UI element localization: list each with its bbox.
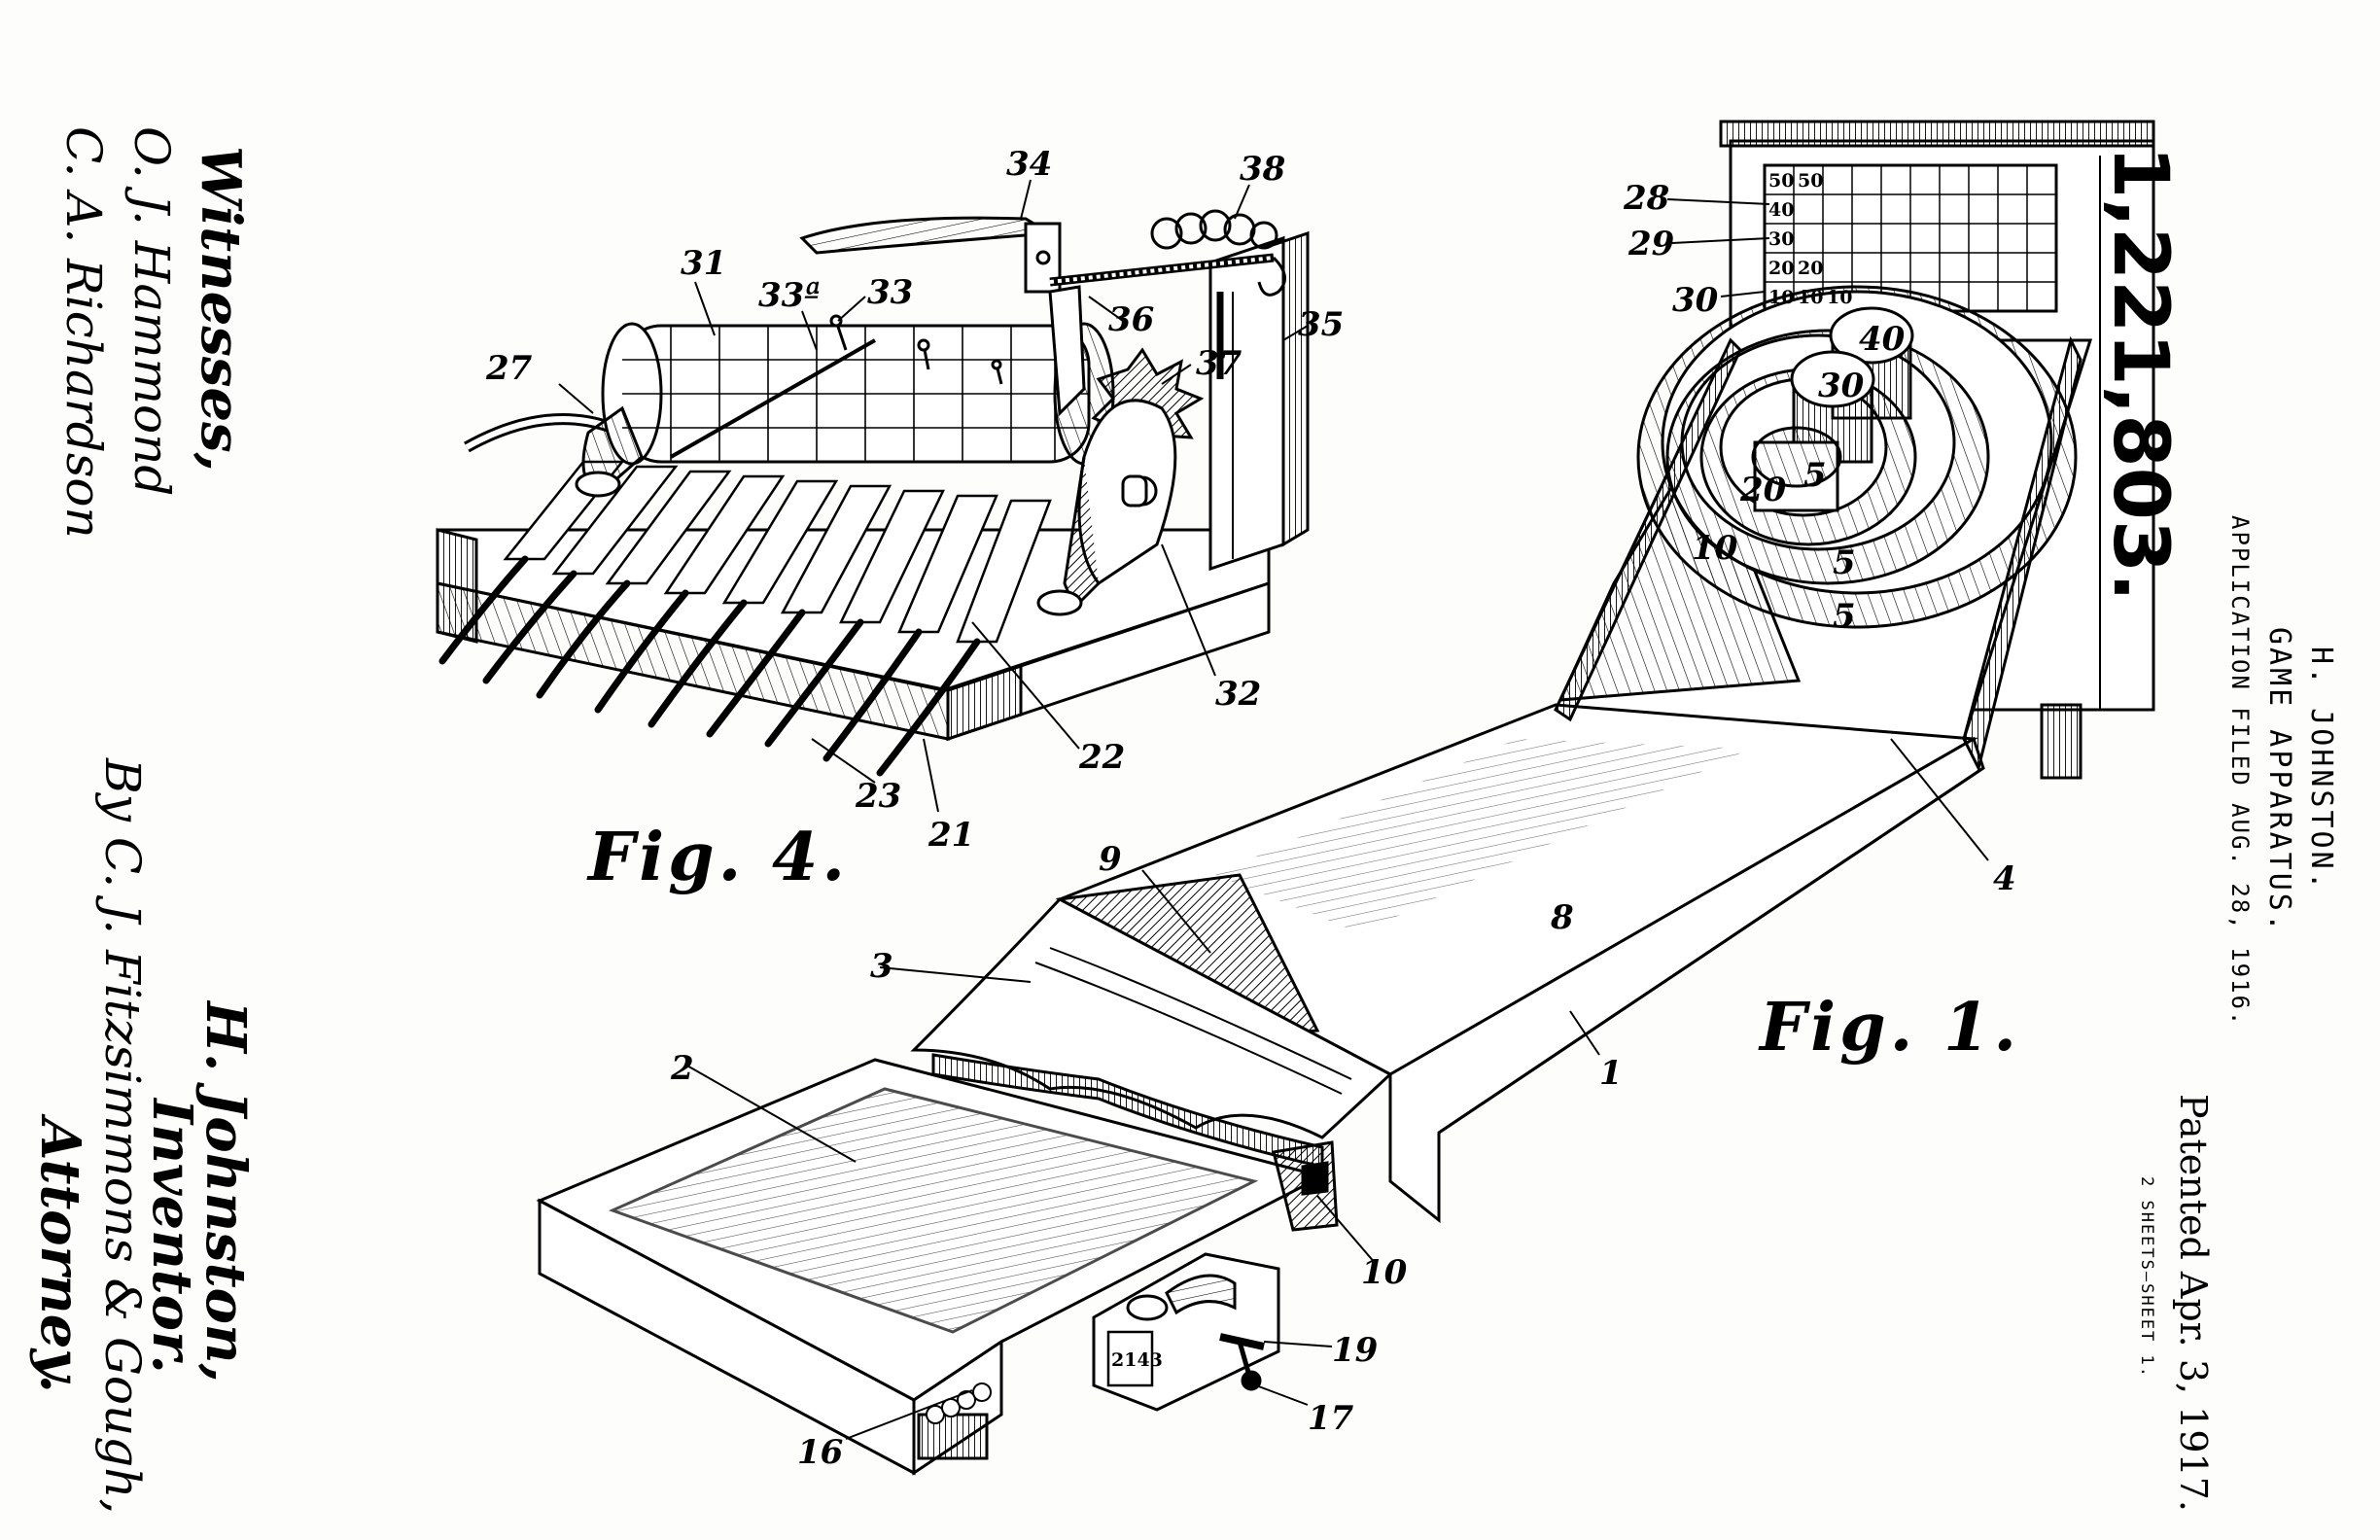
ring-label-5-outer: 5 bbox=[1833, 597, 1856, 636]
ref-38: 38 bbox=[1240, 150, 1285, 189]
patented-date: Patented Apr. 3, 1917. bbox=[2172, 1094, 2215, 1512]
ref-28: 28 bbox=[1623, 179, 1669, 218]
ref-1: 1 bbox=[1599, 1054, 1623, 1093]
witness-signature-1: O. J. Hammond bbox=[123, 126, 180, 497]
fig1-labels: 28 29 30 9 8 4 3 2 1 10 19 17 16 Fig. 1. bbox=[670, 179, 2020, 1472]
fig4-drawing bbox=[436, 179, 1310, 813]
score-cell: 10 bbox=[1768, 287, 1794, 308]
score-cell: 20 bbox=[1768, 258, 1794, 279]
scoreboard-grid bbox=[1765, 165, 2056, 311]
inventor-header: H. JOHNSTON. bbox=[2304, 647, 2338, 892]
ref-8: 8 bbox=[1550, 898, 1574, 937]
ref-36: 36 bbox=[1108, 300, 1154, 339]
scoreboard-labels: 50 50 40 30 20 20 10 10 10 bbox=[1768, 170, 1852, 308]
score-cell: 10 bbox=[1827, 287, 1852, 308]
ref-30: 30 bbox=[1672, 281, 1719, 320]
score-cell: 20 bbox=[1798, 258, 1823, 279]
sheet-count: 2 SHEETS—SHEET 1. bbox=[2137, 1176, 2156, 1379]
score-cell: 10 bbox=[1798, 287, 1823, 308]
ref-31: 31 bbox=[681, 244, 726, 283]
ring-label-30: 30 bbox=[1818, 367, 1865, 405]
filing-date: APPLICATION FILED AUG. 28, 1916. bbox=[2226, 515, 2254, 1028]
score-cell: 50 bbox=[1768, 170, 1794, 192]
ref-21: 21 bbox=[928, 816, 974, 855]
ref-2: 2 bbox=[670, 1049, 694, 1088]
ref-29: 29 bbox=[1628, 225, 1674, 263]
score-cell: 50 bbox=[1798, 170, 1823, 192]
ref-23: 23 bbox=[855, 777, 901, 816]
ref-35: 35 bbox=[1298, 305, 1344, 344]
attorney-signature: By C. J. Fitzsimmons & Gough, bbox=[94, 758, 151, 1515]
ref-17: 17 bbox=[1308, 1399, 1354, 1438]
counter-display: 2143 bbox=[1111, 1349, 1163, 1371]
ref-27: 27 bbox=[485, 349, 533, 388]
invention-title: GAME APPARATUS. bbox=[2262, 627, 2296, 934]
ref-33: 33 bbox=[867, 273, 913, 312]
score-cell: 40 bbox=[1768, 199, 1794, 221]
ref-22: 22 bbox=[1078, 738, 1125, 777]
patent-number: 1,221,803. bbox=[2096, 146, 2184, 602]
fig4-labels: 34 38 31 33ª 33 36 35 27 37 32 22 23 21 … bbox=[485, 145, 1344, 896]
witness-signature-2: C. A. Richardson bbox=[55, 126, 112, 539]
ref-19: 19 bbox=[1332, 1331, 1378, 1370]
ref-4: 4 bbox=[1993, 859, 2016, 898]
ref-32: 32 bbox=[1215, 675, 1261, 714]
score-cell: 30 bbox=[1768, 228, 1794, 250]
ref-3: 3 bbox=[870, 947, 893, 986]
attorney-label: Attorney. bbox=[28, 1118, 92, 1394]
fig4-title: Fig. 4. bbox=[586, 819, 849, 896]
ring-label-20: 20 bbox=[1739, 471, 1787, 509]
ref-33a: 33ª bbox=[758, 276, 821, 315]
ring-label-5-inner: 5 bbox=[1803, 456, 1827, 495]
ring-label-40: 40 bbox=[1859, 320, 1906, 359]
ring-label-5-middle: 5 bbox=[1833, 543, 1856, 582]
fig1-drawing bbox=[536, 120, 2155, 1476]
ref-34: 34 bbox=[1006, 145, 1052, 184]
ref-37: 37 bbox=[1196, 344, 1242, 383]
witnesses-label: Witnesses, bbox=[189, 146, 253, 472]
target-ring-labels: 40 30 20 10 5 5 5 bbox=[1692, 320, 1906, 636]
ref-10: 10 bbox=[1361, 1253, 1408, 1292]
ring-label-10: 10 bbox=[1692, 529, 1738, 568]
ref-9: 9 bbox=[1099, 840, 1122, 879]
fig1-title: Fig. 1. bbox=[1758, 989, 2020, 1067]
ref-16: 16 bbox=[797, 1433, 843, 1472]
